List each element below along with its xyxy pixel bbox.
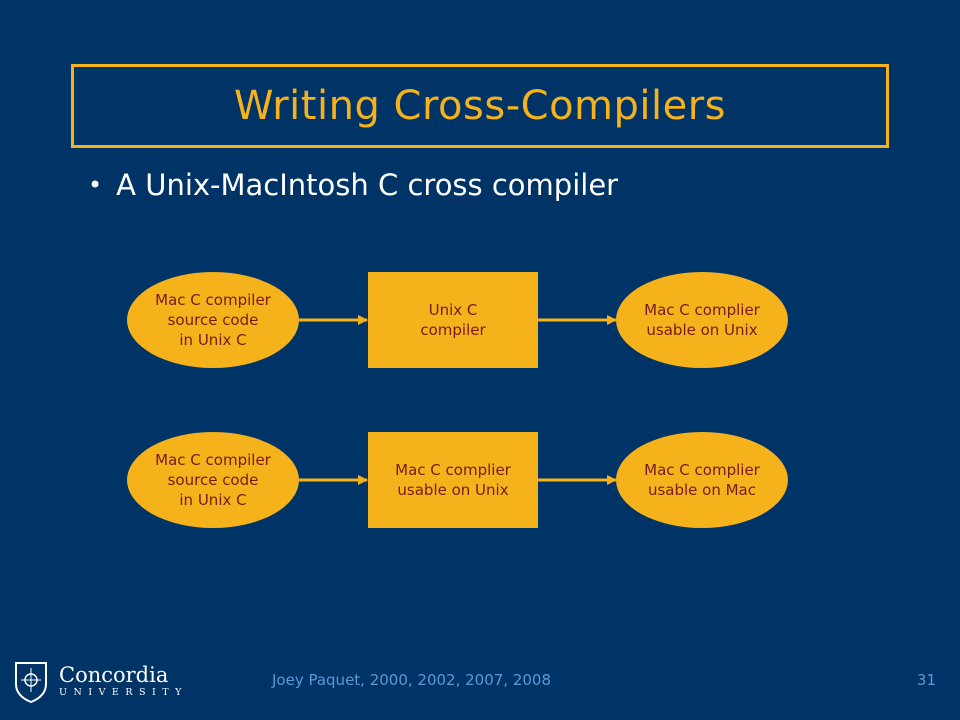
process-node <box>368 432 538 528</box>
page-number: 31 <box>916 671 936 689</box>
bullet-text: A Unix-MacIntosh C cross compiler <box>116 168 619 202</box>
bullet-item: • A Unix-MacIntosh C cross compiler <box>88 168 618 202</box>
footer-text: Joey Paquet, 2000, 2002, 2007, 2008 <box>272 671 552 689</box>
logo-subtitle: UNIVERSITY <box>59 687 188 698</box>
output-node <box>616 432 788 528</box>
slide-title: Writing Cross-Compilers <box>233 83 727 129</box>
logo-name: Concordia <box>59 663 169 687</box>
bullet-dot-icon: • <box>88 171 103 199</box>
concordia-logo: Concordia UNIVERSITY <box>13 660 188 704</box>
university-crest-icon <box>15 662 47 704</box>
input-node <box>127 272 299 368</box>
input-node <box>127 432 299 528</box>
process-node <box>368 272 538 368</box>
output-node <box>616 272 788 368</box>
title-box: Writing Cross-Compilers <box>71 64 889 148</box>
